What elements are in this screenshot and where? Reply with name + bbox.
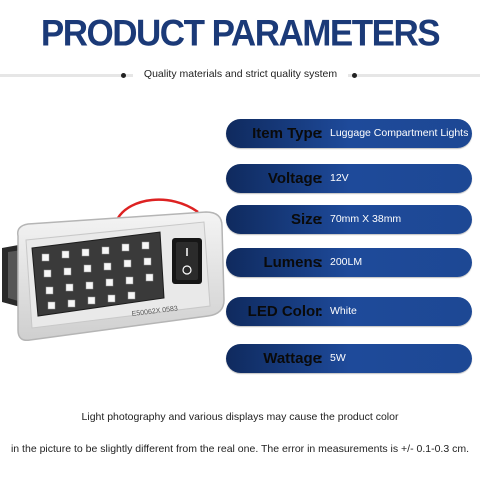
param-row-item-type: Item Type: Luggage Compartment Lights	[226, 119, 472, 148]
wire	[116, 198, 199, 219]
param-value: 12V	[330, 172, 349, 184]
param-colon: :	[318, 211, 323, 228]
param-row-size: Size:70mm X 38mm	[226, 205, 472, 234]
led-grid	[41, 241, 154, 310]
param-row-voltage: Voltage:12V	[226, 164, 472, 193]
param-value: 200LM	[330, 256, 363, 268]
param-label: Wattage	[263, 350, 321, 367]
product-image: E50062X 0583	[2, 198, 225, 342]
param-colon: :	[318, 350, 323, 367]
divider-dot-right	[352, 73, 357, 78]
param-colon: :	[318, 254, 323, 271]
param-row-wattage: Wattage:5W	[226, 344, 472, 373]
param-row-led-color: LED Color: White	[226, 297, 472, 326]
param-value: 5W	[330, 352, 346, 364]
param-value: White	[330, 305, 357, 317]
page-title: PRODUCT PARAMETERS	[40, 13, 441, 54]
disclaimer-line-1: Light photography and various displays m…	[81, 411, 399, 423]
param-label: LED Color	[247, 303, 321, 320]
param-label: Item Type	[252, 125, 321, 142]
param-label: Size	[290, 211, 321, 228]
subtitle: Quality materials and strict quality sys…	[133, 68, 348, 80]
param-colon: :	[318, 170, 323, 187]
param-label: Voltage	[267, 170, 321, 187]
param-colon: :	[318, 303, 323, 320]
param-value: 70mm X 38mm	[330, 213, 402, 225]
disclaimer-line-2: in the picture to be slightly different …	[10, 443, 470, 455]
param-label: Lumens	[263, 254, 321, 271]
param-value: Luggage Compartment Lights	[330, 127, 469, 139]
divider-dot-left	[121, 73, 126, 78]
param-row-lumens: Lumens:200LM	[226, 248, 472, 277]
param-colon: :	[318, 125, 323, 142]
